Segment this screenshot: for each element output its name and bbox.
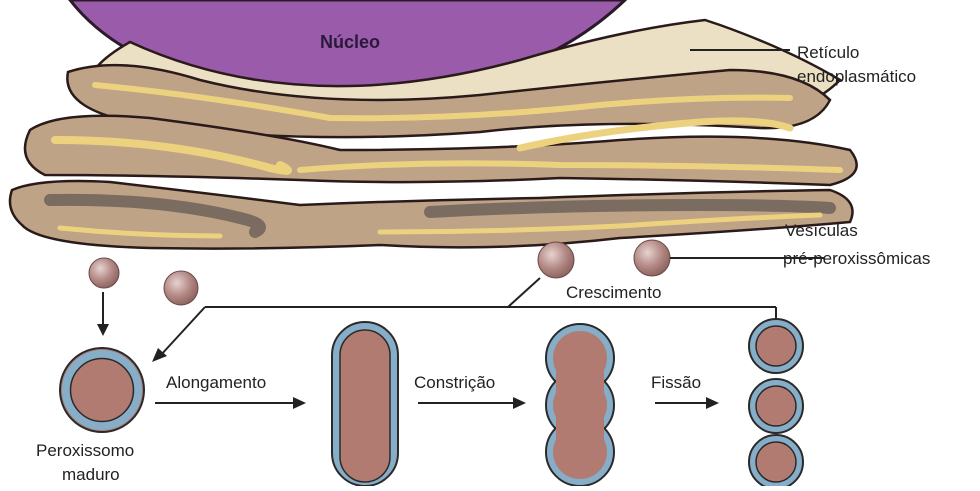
mature-label-line2: maduro	[62, 465, 120, 484]
constriction-label: Constrição	[414, 373, 495, 392]
fission-label: Fissão	[651, 373, 701, 392]
vesicle	[164, 271, 198, 305]
vesicles-label-line1: Vesículas	[785, 221, 858, 240]
arrow-head	[513, 397, 526, 409]
arrow-head	[293, 397, 306, 409]
growth-label: Crescimento	[566, 283, 661, 302]
arrow-head	[706, 397, 719, 409]
nucleus-label: Núcleo	[320, 32, 380, 52]
daughter-peroxisome	[749, 435, 803, 486]
er-label-line1: Retículo	[797, 43, 859, 62]
vesicle	[89, 258, 119, 288]
vesicle	[538, 242, 574, 278]
daughter-peroxisome	[749, 379, 803, 433]
er-lumen	[430, 205, 830, 212]
growth-connector	[508, 278, 540, 307]
constricted-peroxisome	[546, 324, 614, 486]
mature-label-line1: Peroxissomo	[36, 441, 134, 460]
arrow-head	[97, 324, 109, 336]
er-label-line2: endoplasmático	[797, 67, 916, 86]
vesicles-label-line2: pré-peroxissômicas	[783, 249, 930, 268]
growth-line	[160, 307, 205, 356]
elongation-label: Alongamento	[166, 373, 266, 392]
mature-peroxisome	[60, 348, 144, 432]
vesicle	[634, 240, 670, 276]
daughter-peroxisome	[749, 319, 803, 373]
